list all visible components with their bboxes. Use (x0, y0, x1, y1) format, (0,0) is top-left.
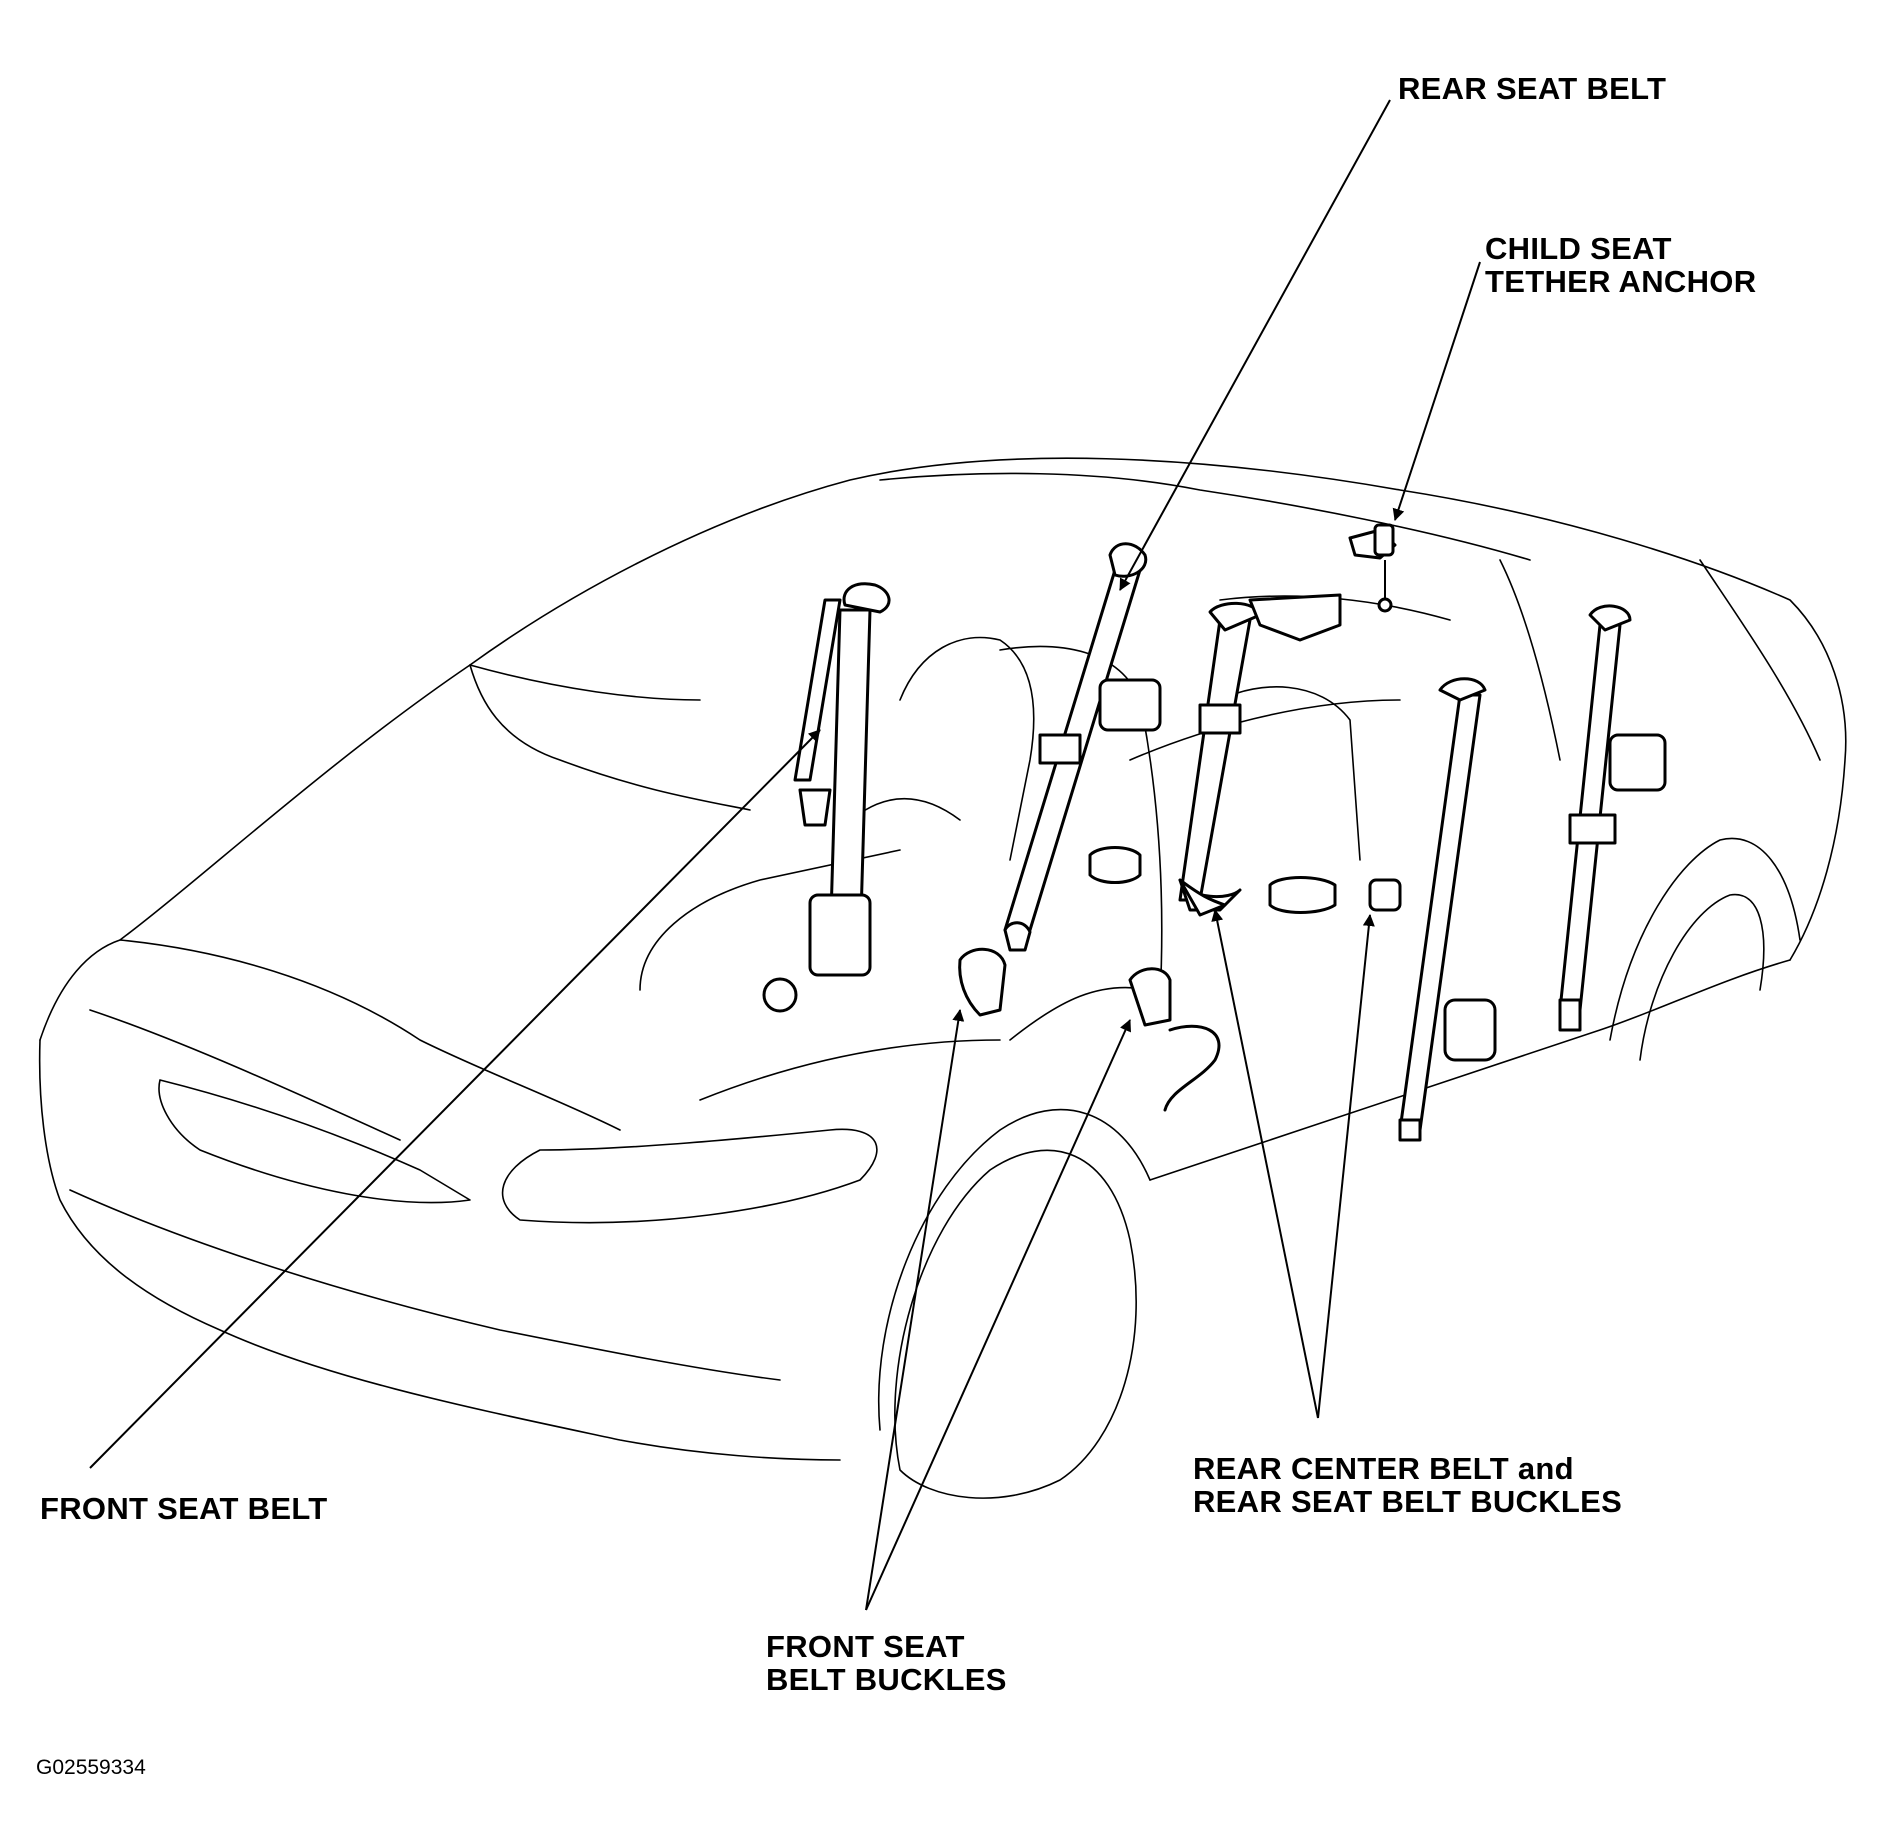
label-child-seat-line2: TETHER ANCHOR (1485, 264, 1757, 299)
leader-rear-seat-belt (1119, 99, 1391, 591)
leader-rear-center-belt-1 (1211, 909, 1319, 1419)
label-front-buckles-line2: BELT BUCKLES (766, 1662, 1007, 1697)
rear-center-belt-buckles (1088, 846, 1402, 917)
rear-seat-belt-right (1398, 604, 1667, 1142)
label-front-buckles-line1: FRONT SEAT (766, 1629, 965, 1664)
car-body-outline (38, 457, 1847, 1499)
front-seat-belt-right (1003, 542, 1162, 952)
leader-lines (89, 99, 1481, 1611)
label-rear-seat-belt: REAR SEAT BELT (1398, 71, 1667, 106)
leader-front-buckles-2 (865, 1019, 1131, 1611)
label-rear-center-belt-buckles: REAR CENTER BELT and REAR SEAT BELT BUCK… (1193, 1452, 1622, 1518)
leader-front-buckles-1 (865, 1009, 965, 1611)
front-seat-belt-left (762, 582, 891, 1013)
label-front-seat-belt: FRONT SEAT BELT (40, 1491, 328, 1526)
leader-front-seat-belt (89, 729, 821, 1469)
label-front-seat-belt-buckles: FRONT SEAT BELT BUCKLES (766, 1630, 1007, 1696)
label-rear-center-line1: REAR CENTER BELT and (1193, 1451, 1574, 1486)
figure-id: G02559334 (36, 1756, 146, 1779)
front-seat-belt-buckles (958, 947, 1221, 1112)
rear-seat-belt-left (1178, 601, 1262, 912)
leader-rear-center-belt-2 (1317, 914, 1375, 1419)
label-child-seat-tether-anchor: CHILD SEAT TETHER ANCHOR (1485, 232, 1756, 298)
leader-child-seat-tether-anchor (1392, 261, 1481, 521)
child-seat-tether-anchor (1248, 523, 1397, 642)
label-child-seat-line1: CHILD SEAT (1485, 231, 1672, 266)
label-rear-center-line2: REAR SEAT BELT BUCKLES (1193, 1484, 1623, 1519)
